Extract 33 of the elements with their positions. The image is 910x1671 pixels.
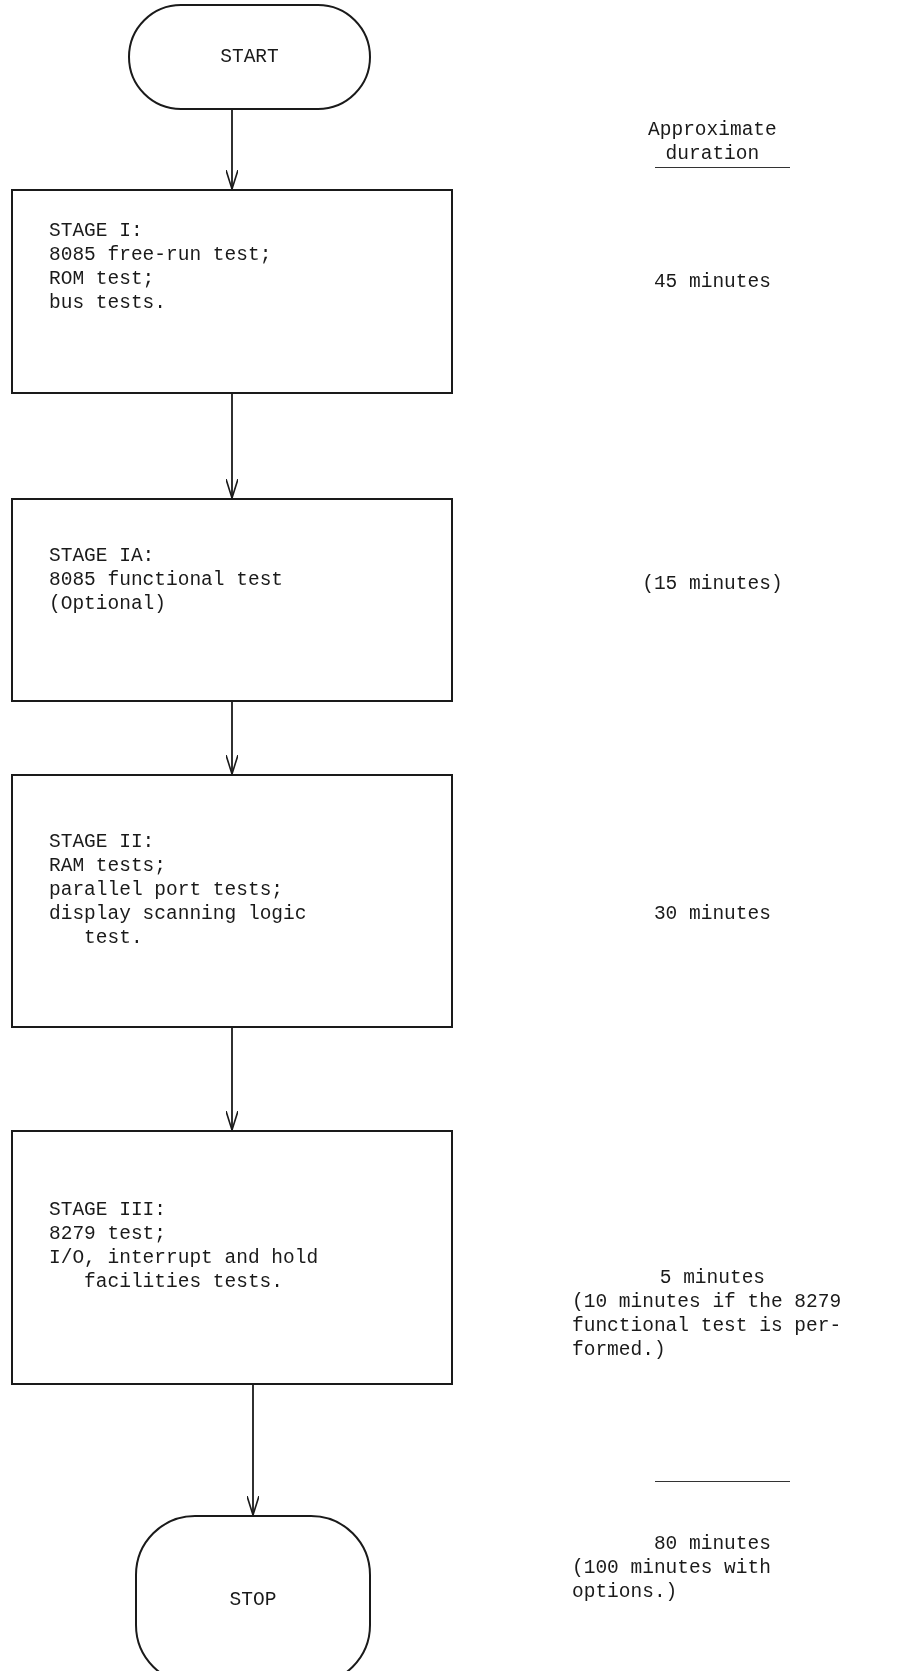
- duration-note: (15 minutes): [641, 572, 784, 596]
- stage-step: I/O, interrupt and hold facilities tests.: [49, 1246, 365, 1294]
- terminal-label: START: [220, 45, 279, 69]
- duration-note: (100 minutes with options.): [572, 1556, 772, 1604]
- stage-step: RAM tests;: [49, 854, 365, 878]
- process-box: [11, 1130, 453, 1385]
- stage-heading: STAGE IA:: [49, 544, 156, 568]
- stage-heading: STAGE I:: [49, 219, 144, 243]
- process-box: [11, 498, 453, 702]
- stage-heading: STAGE II:: [49, 830, 156, 854]
- arrow: [225, 109, 239, 190]
- stage-step: ROM test;: [49, 267, 365, 291]
- column-heading: Approximate duration: [647, 118, 778, 166]
- arrow: [225, 393, 239, 499]
- arrow: [225, 701, 239, 775]
- stage-step: 8085 free-run test;: [49, 243, 365, 267]
- duration-note: 80 minutes: [652, 1532, 772, 1556]
- duration-note: (10 minutes if the 8279 functional test is per- formed.): [572, 1290, 843, 1362]
- process-box: [11, 774, 453, 1028]
- stage-step: bus tests.: [49, 291, 365, 315]
- duration-note: 45 minutes: [652, 270, 772, 294]
- arrow: [225, 1027, 239, 1131]
- process-box: [11, 189, 453, 394]
- duration-note: 30 minutes: [652, 902, 772, 926]
- stage-step: 8085 functional test: [49, 568, 365, 592]
- stage-step: display scanning logic test.: [49, 902, 365, 950]
- stage-step: parallel port tests;: [49, 878, 365, 902]
- duration-note: 5 minutes: [658, 1266, 767, 1290]
- stage-step: 8279 test;: [49, 1222, 365, 1246]
- stage-heading: STAGE III:: [49, 1198, 168, 1222]
- arrow: [246, 1384, 260, 1516]
- terminal-label: STOP: [229, 1588, 277, 1612]
- stage-step: (Optional): [49, 592, 365, 616]
